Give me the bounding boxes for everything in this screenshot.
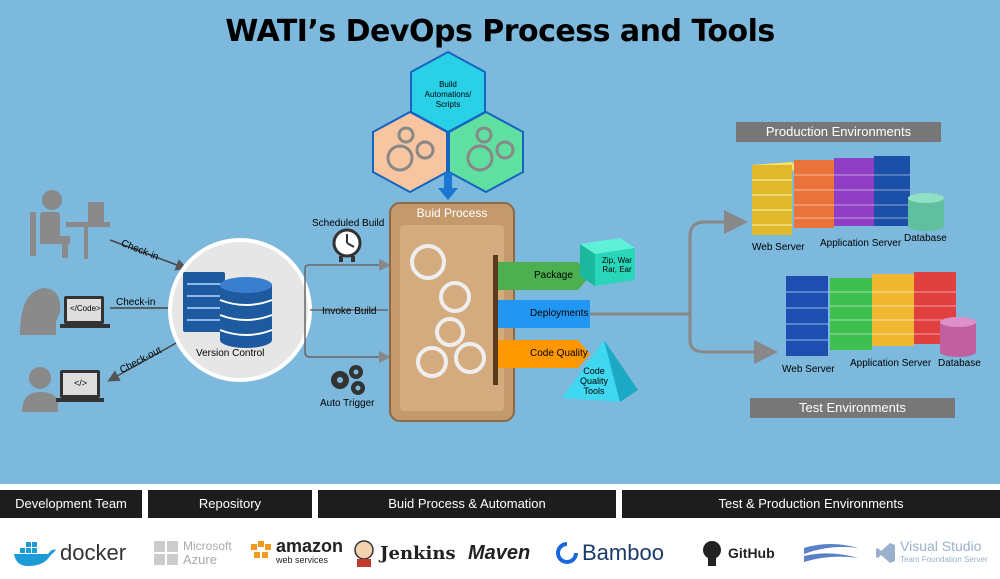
jenkins-butler-icon (354, 540, 374, 567)
github-logo: GitHub (700, 538, 775, 568)
scheduled-build-line (304, 259, 391, 310)
visual-studio-icon (876, 543, 895, 563)
checkout-arrow (107, 341, 179, 382)
test-database-label: Database (938, 358, 981, 369)
production-web-server-stack (752, 162, 800, 235)
hexagon-down-arrow (438, 172, 458, 200)
prod-web-server-label: Web Server (752, 242, 805, 253)
amazon-text-2: web services (276, 555, 329, 565)
test-web-server-label: Web Server (782, 364, 835, 375)
docker-logo: docker (12, 538, 126, 568)
docker-text: docker (60, 540, 127, 565)
vs-text-1: Visual Studio (900, 538, 982, 554)
developer-code-icon (20, 288, 110, 335)
bamboo-text: Bamboo (582, 540, 664, 565)
test-database-icon (940, 317, 976, 357)
azure-logo: Microsoft Azure (153, 538, 232, 568)
azure-text-1: Microsoft (183, 539, 232, 553)
swirl-logo (800, 538, 862, 568)
production-environments-title: Production Environments (736, 122, 941, 142)
clock-icon (332, 228, 362, 262)
swirl-icon (804, 544, 858, 562)
quality-tools-pyramid-icon (562, 340, 638, 402)
footer-build-process: Buid Process & Automation (318, 490, 616, 518)
docker-whale-icon (14, 542, 56, 566)
developer-desk-icon (30, 190, 110, 259)
code-tag-text: </Code> (70, 304, 101, 313)
vs-text-2: Team Foundation Server (900, 555, 988, 564)
auto-trigger-line (304, 310, 391, 363)
maven-text: Maven (468, 541, 531, 564)
build-gears-icon (410, 244, 486, 378)
server-icon (183, 272, 225, 332)
maven-logo: Maven (468, 538, 530, 568)
developer-laptop-icon (22, 367, 104, 412)
production-database-icon (908, 193, 944, 231)
test-app-server-label: Application Server (850, 358, 932, 369)
test-web-server-stack (786, 276, 828, 356)
aws-cubes-icon (251, 541, 271, 558)
test-environments-title: Test Environments (750, 398, 955, 418)
database-icon (219, 277, 273, 348)
code-tag-text-2: </> (74, 378, 88, 388)
test-app-server-stack (830, 272, 956, 350)
version-control-label: Version Control (196, 348, 265, 359)
quality-tools-label: Code Quality Tools (579, 366, 608, 396)
code-quality-tab (498, 340, 590, 368)
prod-app-server-label: Application Server (820, 238, 902, 249)
package-tab (498, 262, 590, 290)
to-production-arrow (688, 210, 748, 314)
prod-database-label: Database (904, 233, 947, 244)
build-process-divider (493, 255, 498, 385)
jenkins-logo: Jenkins (352, 538, 456, 568)
code-quality-label: Code Quality (530, 348, 588, 359)
windows-icon (154, 541, 178, 565)
footer-environments: Test & Production Environments (622, 490, 1000, 518)
azure-text-2: Azure (183, 552, 217, 567)
checkin-arrow-1 (109, 239, 188, 271)
visual-studio-logo: Visual Studio Team Foundation Server (876, 538, 988, 568)
github-octocat-icon (703, 541, 721, 566)
scheduled-build-label: Scheduled Build (312, 218, 385, 229)
auto-trigger-gears-icon (331, 365, 365, 395)
build-automation-label: Build Automations/ Scripts (424, 80, 472, 109)
bamboo-logo: Bamboo (556, 538, 664, 568)
package-cube-icon (580, 238, 635, 286)
production-app-server-stack (794, 156, 910, 228)
deployments-tab (498, 300, 590, 328)
checkin-label-2: Check-in (116, 297, 156, 308)
amazon-text-1: amazon (276, 536, 344, 556)
build-process-title: Buid Process (416, 206, 488, 220)
jenkins-text: Jenkins (380, 542, 456, 564)
footer-dev-team: Development Team (0, 490, 142, 518)
package-box-label: Zip, War Rar, Ear (602, 256, 632, 274)
build-automation-hexagons (372, 50, 524, 194)
package-label: Package (534, 270, 573, 281)
diagram-canvas (20, 50, 976, 422)
github-text: GitHub (728, 545, 775, 561)
invoke-build-label: Invoke Build (322, 306, 377, 317)
deployments-label: Deployments (530, 308, 589, 319)
auto-trigger-label: Auto Trigger (320, 398, 375, 409)
bamboo-icon (556, 542, 578, 564)
amazon-logo: amazon web services (250, 536, 344, 568)
footer-repository: Repository (148, 490, 312, 518)
to-test-arrow (688, 314, 778, 364)
page-title: WATI’s DevOps Process and Tools (225, 14, 775, 49)
